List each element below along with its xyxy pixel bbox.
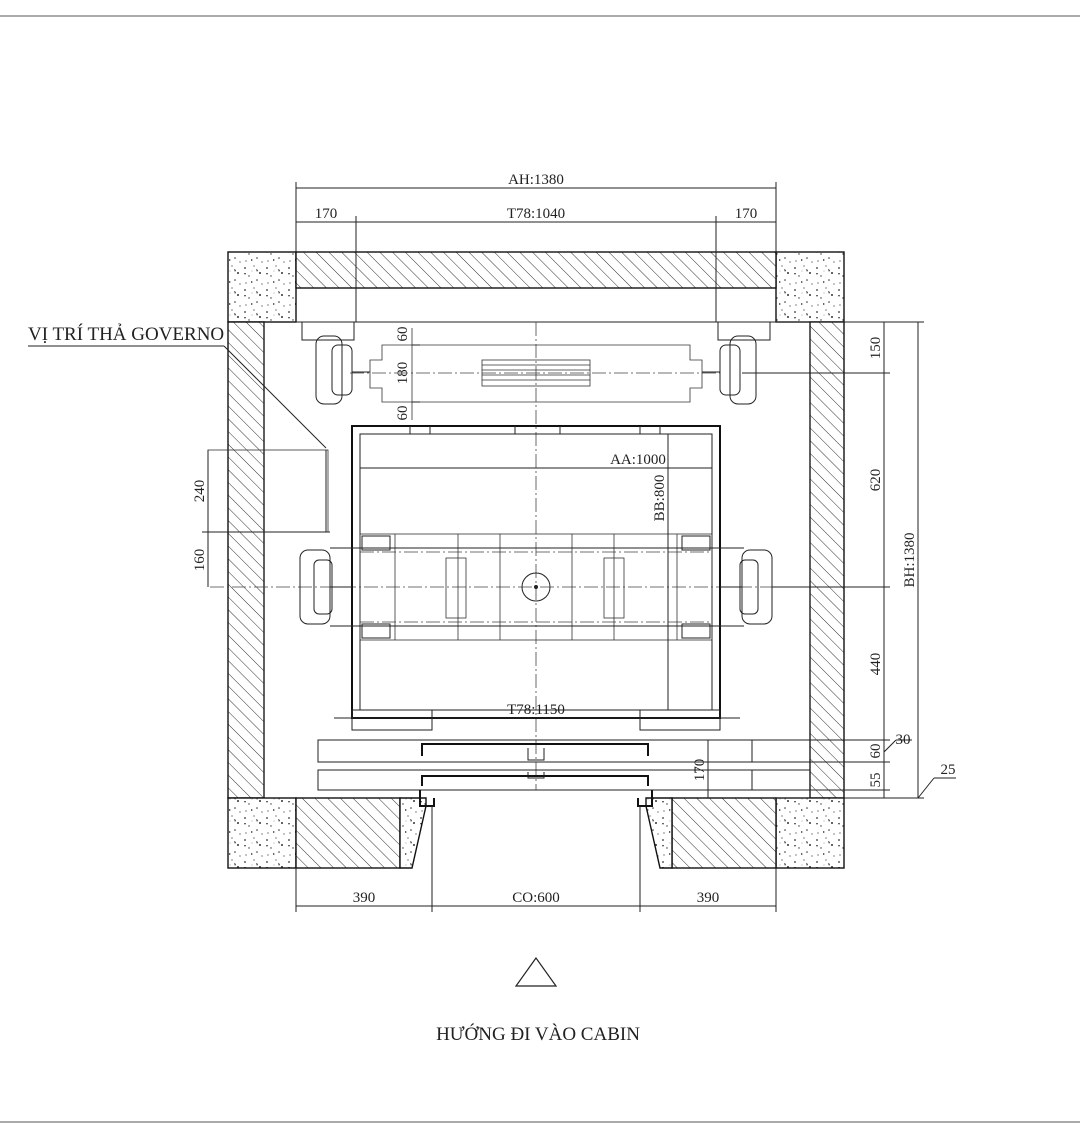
dim-r25: 25	[941, 762, 956, 778]
dim-top-right: 170	[735, 206, 758, 222]
counterweight	[369, 328, 703, 420]
dim-r55: 55	[868, 773, 884, 788]
dim-t78-top: T78:1040	[507, 206, 565, 222]
shaft-walls	[227, 251, 845, 869]
governor-rope-position	[207, 345, 329, 533]
dim-top-left: 170	[315, 206, 338, 222]
entrance-label: HƯỚNG ĐI VÀO CABIN	[436, 1023, 640, 1045]
dim-cw-60b: 60	[395, 406, 411, 421]
dim-r440: 440	[868, 653, 884, 676]
counterweight-rail-right	[702, 321, 771, 405]
dim-t78-bottom: T78:1150	[507, 702, 565, 718]
dim-cw-60a: 60	[395, 327, 411, 342]
dim-r30: 30	[896, 732, 911, 748]
governor-label: VỊ TRÍ THẢ GOVERNO	[28, 323, 224, 345]
triangle-up-icon	[514, 956, 558, 987]
dim-r620: 620	[868, 469, 884, 492]
dim-bb: BB:800	[652, 475, 668, 522]
dim-co: CO:600	[512, 890, 560, 906]
dim-r150: 150	[868, 337, 884, 360]
elevator-car	[330, 425, 744, 731]
door-sills	[317, 739, 811, 807]
dim-bottom-left: 390	[353, 890, 376, 906]
dim-cw-180: 180	[395, 362, 411, 385]
dim-r60: 60	[868, 744, 884, 759]
dim-r170: 170	[692, 759, 708, 782]
dim-gov-240: 240	[192, 480, 208, 503]
dim-gov-160: 160	[192, 549, 208, 572]
dimension-lines	[202, 182, 956, 912]
dim-aa: AA:1000	[610, 452, 666, 468]
counterweight-rail-left	[301, 321, 370, 405]
car-rail-left	[299, 549, 352, 625]
dim-bottom-right: 390	[697, 890, 720, 906]
dim-ah: AH:1380	[508, 172, 564, 188]
dim-bh: BH:1380	[902, 532, 918, 587]
